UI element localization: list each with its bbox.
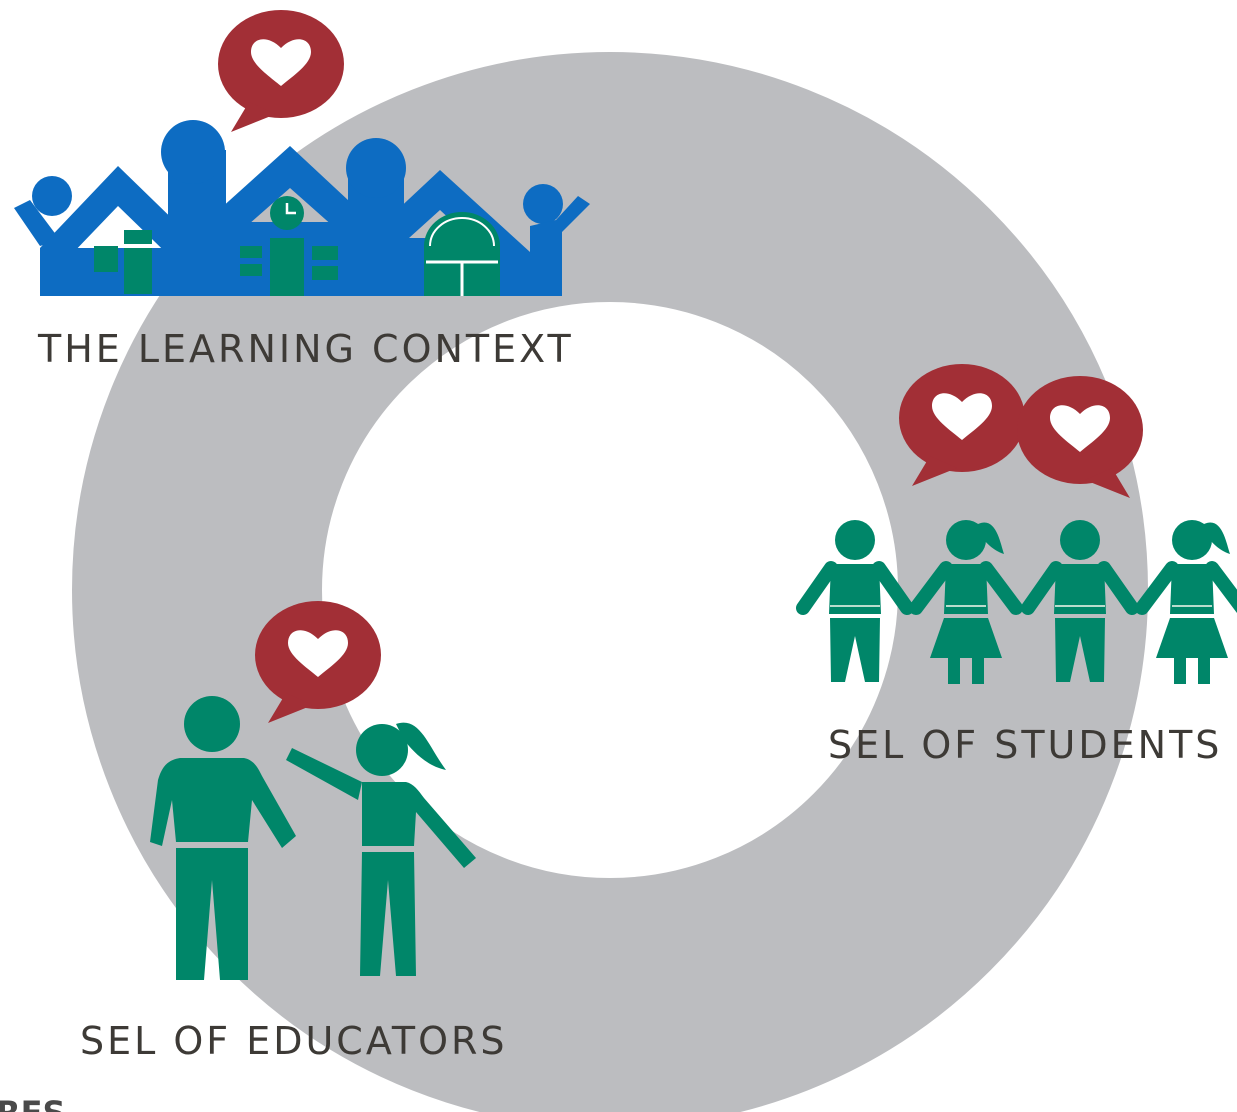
cut-off-text: RES [0, 1094, 66, 1112]
learning-context-icon [14, 10, 590, 296]
context-ring [72, 52, 1148, 1112]
students-icon [803, 364, 1237, 684]
educators-icon [150, 601, 476, 980]
school-windows [94, 196, 500, 296]
educator-woman [286, 722, 476, 976]
learning-context-label: THE LEARNING CONTEXT [37, 327, 574, 371]
students-label: SEL OF STUDENTS [828, 723, 1222, 767]
educators-label: SEL OF EDUCATORS [80, 1019, 508, 1063]
heart-speech-bubble-icon [218, 10, 344, 132]
educator-man [150, 696, 296, 980]
students-holding-hands-icon [803, 520, 1237, 684]
